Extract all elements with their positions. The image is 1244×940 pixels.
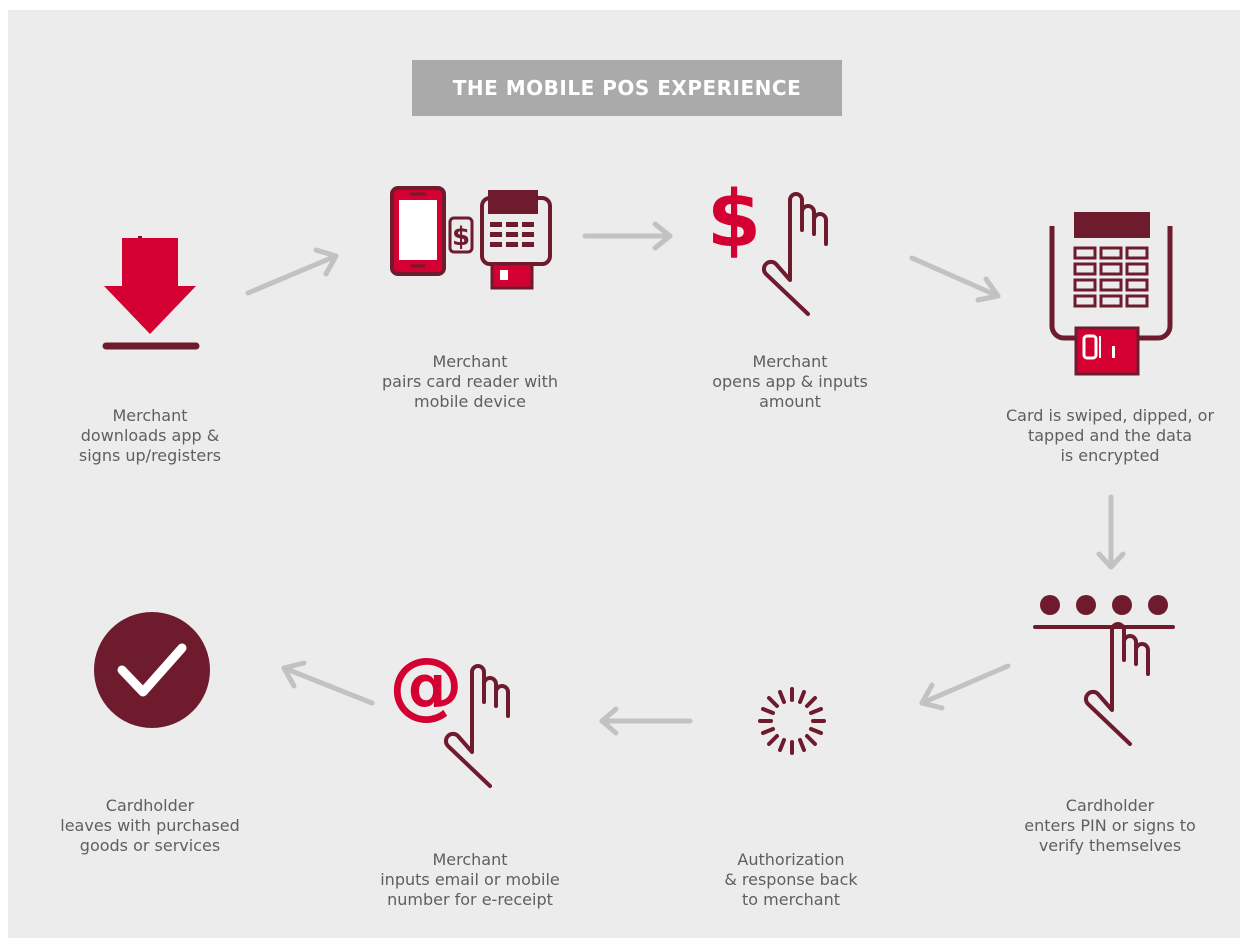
svg-text:$: $ [707, 175, 761, 265]
arrow-1-to-2 [245, 247, 339, 296]
caption-step-4: Card is swiped, dipped, or tapped and th… [1005, 406, 1215, 465]
arrow-7-to-8 [281, 660, 375, 706]
caption-step-8: Cardholder leaves with purchased goods o… [60, 796, 240, 855]
infographic-panel [8, 10, 1240, 938]
checkmark-icon [94, 612, 210, 728]
caption-step-5: Cardholder enters PIN or signs to verify… [1024, 796, 1196, 855]
arrow-6-to-7 [599, 706, 693, 736]
caption-step-2: Merchant pairs card reader with mobile d… [381, 352, 559, 411]
download-icon [102, 236, 200, 350]
title-banner: THE MOBILE POS EXPERIENCE [412, 60, 842, 116]
flow-arrows [245, 221, 1126, 736]
title-text: THE MOBILE POS EXPERIENCE [452, 76, 802, 100]
card-terminal-icon [1049, 212, 1173, 376]
arrow-3-to-4 [909, 255, 1001, 303]
caption-step-1: Merchant downloads app & signs up/regist… [78, 406, 222, 465]
arrow-2-to-3 [582, 221, 673, 251]
pin-entry-icon [1033, 595, 1175, 746]
phone-card-reader-icon: $ [390, 186, 552, 290]
svg-text:$: $ [452, 222, 470, 252]
svg-text:@: @ [389, 642, 463, 728]
caption-step-6: Authorization & response back to merchan… [724, 850, 858, 909]
caption-step-7: Merchant inputs email or mobile number f… [380, 850, 560, 909]
caption-step-3: Merchant opens app & inputs amount [712, 352, 868, 411]
arrow-5-to-6 [919, 663, 1011, 711]
arrow-4-to-5 [1096, 494, 1126, 570]
email-tap-icon: @ [389, 642, 510, 788]
dollar-tap-icon: $ [707, 175, 828, 316]
loading-spinner-icon [758, 687, 826, 755]
